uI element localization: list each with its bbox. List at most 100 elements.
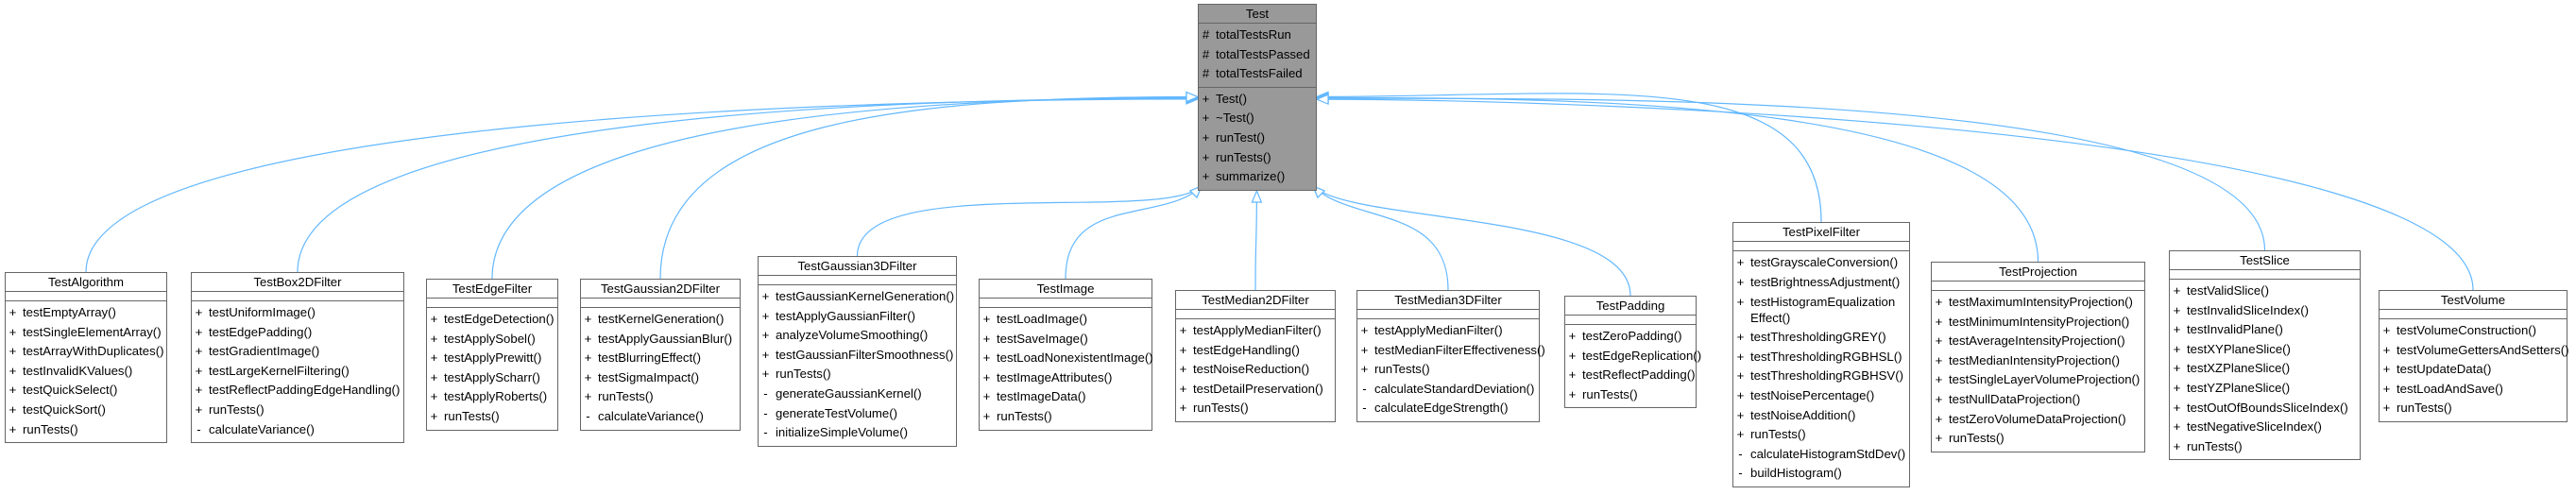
- visibility-marker: +: [1935, 372, 1943, 387]
- member-name: testInvalidKValues(): [23, 363, 133, 378]
- method-member: +testHistogramEqualization Effect(): [1733, 292, 1909, 328]
- class-test-median2-dfilter[interactable]: TestMedian2DFilter+testApplyMedianFilter…: [1175, 290, 1336, 422]
- visibility-marker: +: [430, 331, 438, 346]
- method-member: -initializeSimpleVolume(): [759, 423, 956, 443]
- visibility-marker: +: [2382, 401, 2391, 416]
- member-name: testEdgeHandling(): [1193, 342, 1300, 357]
- member-name: analyzeVolumeSmoothing(): [776, 328, 929, 343]
- attributes-section: [1357, 310, 1539, 319]
- attributes-section: [1733, 242, 1909, 251]
- visibility-marker: -: [1362, 401, 1367, 416]
- method-member: +testValidSlice(): [2170, 282, 2360, 301]
- member-name: testHistogramEqualization Effect(): [1750, 295, 1896, 326]
- visibility-marker: +: [761, 289, 770, 303]
- visibility-marker: +: [1202, 149, 1210, 164]
- methods-section: +testGrayscaleConversion()+testBrightnes…: [1733, 251, 1909, 486]
- class-test-edge-filter[interactable]: TestEdgeFilter+testEdgeDetection()+testA…: [426, 279, 558, 431]
- method-member: +runTests(): [581, 387, 740, 407]
- visibility-marker: -: [763, 425, 768, 440]
- methods-section: +testZeroPadding()+testEdgeReplication()…: [1565, 325, 1701, 407]
- member-name: testImageAttributes(): [997, 369, 1113, 384]
- visibility-marker: +: [2173, 400, 2181, 415]
- visibility-marker: +: [195, 324, 203, 339]
- method-member: +testNoiseAddition(): [1733, 406, 1909, 426]
- member-name: testMinimumIntensityProjection(): [1949, 314, 2130, 329]
- attributes-section: [581, 299, 740, 308]
- method-member: +testLoadNonexistentImage(): [980, 349, 1153, 368]
- member-name: testQuickSort(): [23, 401, 106, 417]
- member-name: testApplyPrewitt(): [444, 350, 542, 366]
- method-member: +testApplySobel(): [427, 330, 557, 350]
- visibility-marker: +: [9, 401, 17, 417]
- member-name: testZeroVolumeDataProjection(): [1949, 411, 2126, 426]
- member-name: testNoiseAddition(): [1750, 407, 1856, 422]
- attributes-section: [1565, 316, 1696, 325]
- method-member: +testEdgeDetection(): [427, 310, 557, 330]
- method-member: +testQuickSelect(): [6, 381, 166, 401]
- visibility-marker: -: [1738, 446, 1743, 461]
- method-member: +testZeroPadding(): [1565, 327, 1696, 347]
- member-name: runTests(): [598, 389, 654, 404]
- class-name: TestSlice: [2170, 251, 2360, 270]
- visibility-marker: +: [1179, 323, 1187, 337]
- class-test-box2-dfilter[interactable]: TestBox2DFilter+testUniformImage()+testE…: [191, 272, 404, 444]
- method-member: +testSigmaImpact(): [581, 368, 740, 388]
- visibility-marker: +: [1736, 349, 1745, 364]
- class-test[interactable]: Test#totalTestsRun#totalTestsPassed#tota…: [1198, 4, 1317, 191]
- class-test-gaussian3-dfilter[interactable]: TestGaussian3DFilter+testGaussianKernelG…: [758, 256, 957, 447]
- member-name: testSingleLayerVolumeProjection(): [1949, 372, 2141, 387]
- visibility-marker: +: [982, 312, 991, 326]
- visibility-marker: +: [1360, 362, 1369, 377]
- member-name: ~Test(): [1216, 111, 1254, 126]
- member-name: testBrightnessAdjustment(): [1750, 274, 1901, 289]
- method-member: +testGradientImage(): [192, 342, 403, 362]
- methods-section: +testGaussianKernelGeneration()+testAppl…: [759, 285, 956, 446]
- class-test-volume[interactable]: TestVolume+testVolumeConstruction()+test…: [2379, 290, 2569, 422]
- member-name: testMedianIntensityProjection(): [1949, 352, 2121, 367]
- member-name: testEdgeDetection(): [444, 312, 554, 326]
- visibility-marker: +: [761, 367, 770, 382]
- class-test-algorithm[interactable]: TestAlgorithm+testEmptyArray()+testSingl…: [5, 272, 167, 444]
- member-name: testSigmaImpact(): [598, 369, 699, 384]
- class-test-gaussian2-dfilter[interactable]: TestGaussian2DFilter+testKernelGeneratio…: [580, 279, 741, 431]
- class-test-padding[interactable]: TestPadding+testZeroPadding()+testEdgeRe…: [1564, 296, 1701, 409]
- visibility-marker: -: [586, 408, 590, 423]
- visibility-marker: +: [2382, 362, 2391, 377]
- member-name: testGradientImage(): [209, 344, 320, 359]
- class-test-slice[interactable]: TestSlice +testValidSlice()+testInvalidSl…: [2169, 250, 2361, 461]
- class-test-image[interactable]: TestImage+testLoadImage()+testSaveImage(…: [979, 279, 1153, 431]
- method-member: +analyzeVolumeSmoothing(): [759, 326, 956, 346]
- class-name: TestPixelFilter: [1733, 223, 1909, 242]
- class-test-projection[interactable]: TestProjection + testMaximumIntensityProje…: [1931, 262, 2145, 452]
- method-member: +testApplyGaussianFilter(): [759, 307, 956, 327]
- method-member: +runTests(): [6, 420, 166, 440]
- method-member: +testEdgeReplication(): [1565, 347, 1701, 367]
- methods-section: +testValidSlice()+testInvalidSliceIndex(…: [2170, 280, 2360, 459]
- class-name: TestProjection: [1932, 263, 2144, 282]
- method-member: +runTests(): [2380, 399, 2567, 418]
- member-name: testArrayWithDuplicates(): [23, 344, 164, 359]
- visibility-marker: +: [1202, 169, 1210, 184]
- member-name: testApplyGaussianFilter(): [776, 308, 916, 323]
- visibility-marker: +: [584, 312, 592, 326]
- methods-section: +testUniformImage()+testEdgePadding()+te…: [192, 301, 403, 442]
- member-name: testMaximumIntensityProjection(): [1949, 295, 2133, 309]
- member-name: testThresholdingRGBHSL(): [1750, 349, 1902, 364]
- method-member: +testBlurringEffect(): [581, 349, 740, 368]
- method-member: + testQuickSort(): [6, 401, 166, 420]
- visibility-marker: +: [2173, 283, 2181, 298]
- member-name: runTests(): [23, 421, 78, 436]
- method-member: +testXZPlaneSlice(): [2170, 359, 2360, 379]
- member-name: totalTestsRun: [1216, 27, 1291, 42]
- method-member: +runTests(): [1733, 425, 1909, 445]
- class-test-median3-dfilter[interactable]: TestMedian3DFilter+testApplyMedianFilter…: [1356, 290, 1545, 422]
- member-name: totalTestsFailed: [1216, 66, 1303, 81]
- visibility-marker: +: [1202, 111, 1210, 126]
- visibility-marker: +: [584, 350, 592, 366]
- member-name: testVolumeGettersAndSetters(): [2397, 342, 2569, 357]
- class-test-pixel-filter[interactable]: TestPixelFilter +testGrayscaleConversion(…: [1732, 222, 1910, 487]
- method-member: +testEmptyArray(): [6, 303, 166, 323]
- inheritance-edge: [1316, 98, 2474, 291]
- attributes-section: #totalTestsRun#totalTestsPassed#totalTes…: [1199, 24, 1316, 88]
- class-name: Test: [1199, 5, 1316, 24]
